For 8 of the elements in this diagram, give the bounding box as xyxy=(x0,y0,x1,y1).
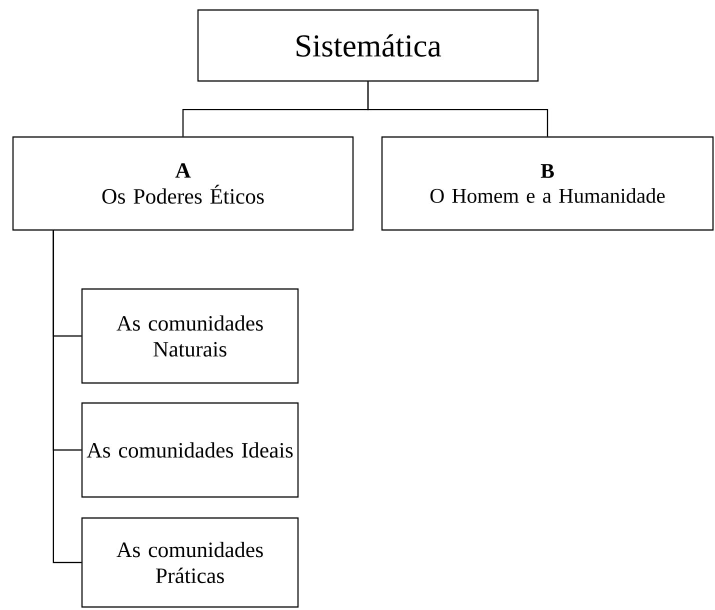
title-box: Sistemática xyxy=(197,9,539,82)
connector-line xyxy=(52,230,82,564)
connector-line xyxy=(367,82,548,136)
section-box: B O Homem e a Humanidade xyxy=(381,136,714,231)
sub-box: As comunidades Práticas xyxy=(81,517,299,608)
sub-box: As comunidades Naturais xyxy=(81,288,299,384)
section-box: A Os Poderes Éticos xyxy=(12,136,354,231)
sub-box: As comunidades Ideais xyxy=(81,402,299,498)
